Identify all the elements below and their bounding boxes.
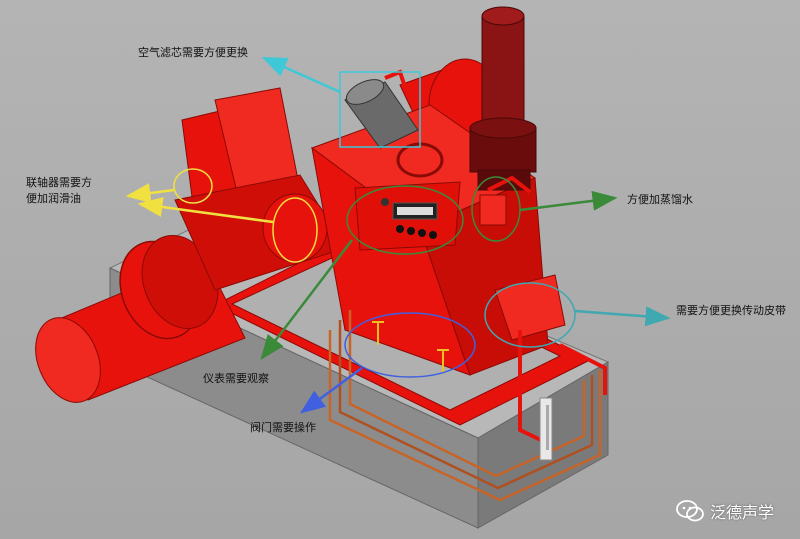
water-fill-cap	[479, 175, 532, 226]
valves	[372, 321, 449, 372]
exhaust-stack	[469, 6, 537, 191]
callout-coupling-line1: 联轴器需要方	[26, 176, 92, 189]
watermark: 泛德声学	[676, 499, 774, 523]
callout-belt: 需要方便更换传动皮带	[676, 304, 786, 317]
callout-air-filter: 空气滤芯需要方便更换	[138, 46, 248, 59]
coupling-housing	[174, 87, 346, 291]
callout-valve: 阀门需要操作	[250, 421, 316, 434]
callout-distilled-water: 方便加蒸馏水	[627, 193, 693, 206]
watermark-text: 泛德声学	[709, 503, 774, 522]
belt-guard	[494, 274, 566, 341]
wechat-icon	[676, 500, 704, 522]
pointer-arrows	[125, 56, 671, 414]
callout-coupling-line2: 便加润滑油	[26, 192, 81, 205]
drain-pipe	[539, 397, 553, 461]
intake-pipe	[35, 234, 246, 403]
gauge-panel	[381, 198, 438, 239]
callout-gauge: 仪表需要观察	[203, 372, 269, 385]
